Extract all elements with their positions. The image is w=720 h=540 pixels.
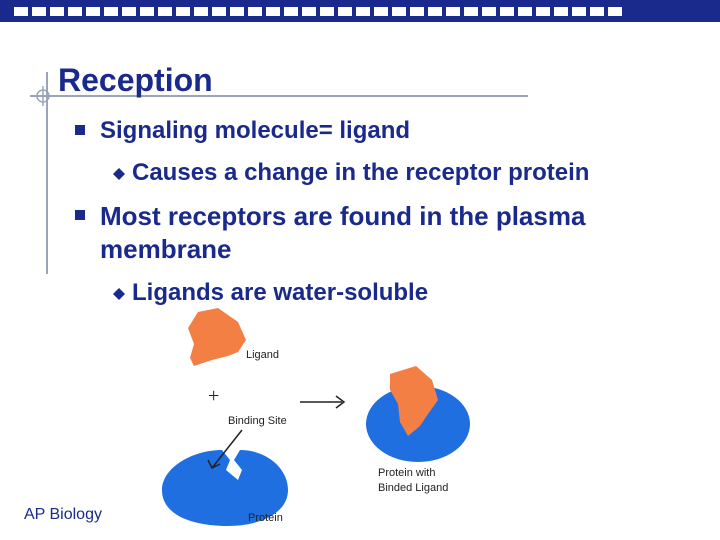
- protein-shape: [162, 450, 288, 526]
- diamond-bullet-icon: [113, 288, 125, 300]
- protein-with-ligand-shape: [366, 366, 470, 462]
- bullet-2-sub-text: Ligands are water-soluble: [132, 279, 429, 306]
- result-label-line1: Protein with: [378, 467, 435, 479]
- result-label-line2: Binded Ligand: [378, 482, 448, 494]
- footer-label: AP Biology: [24, 506, 102, 523]
- ligand-binding-diagram: Ligand + Binding Site Protein Protein wi…: [162, 308, 470, 526]
- crosshair-icon: [33, 86, 53, 106]
- decorative-vertical-line: [46, 72, 48, 274]
- title-underline: [30, 95, 528, 97]
- bullet-2-text: Most receptors are found in the plasma m…: [100, 201, 586, 264]
- binding-site-label: Binding Site: [228, 415, 287, 427]
- slide-title: Reception: [58, 62, 213, 98]
- reaction-arrow-head-icon: [335, 395, 346, 409]
- arrow-line: [211, 429, 243, 469]
- header-band: [0, 0, 720, 22]
- diamond-bullet-icon: [113, 168, 125, 180]
- protein-label: Protein: [248, 512, 283, 524]
- ligand-label: Ligand: [246, 349, 279, 361]
- arrow-head-icon: [207, 459, 221, 470]
- ligand-shape: [188, 308, 246, 366]
- square-bullet-icon: [75, 210, 85, 220]
- bullet-1-sub-text: Causes a change in the receptor protein: [132, 159, 590, 186]
- header-stripes: [14, 7, 622, 16]
- square-bullet-icon: [75, 125, 85, 135]
- bullet-1-text: Signaling molecule= ligand: [100, 117, 411, 144]
- plus-symbol: +: [208, 385, 219, 407]
